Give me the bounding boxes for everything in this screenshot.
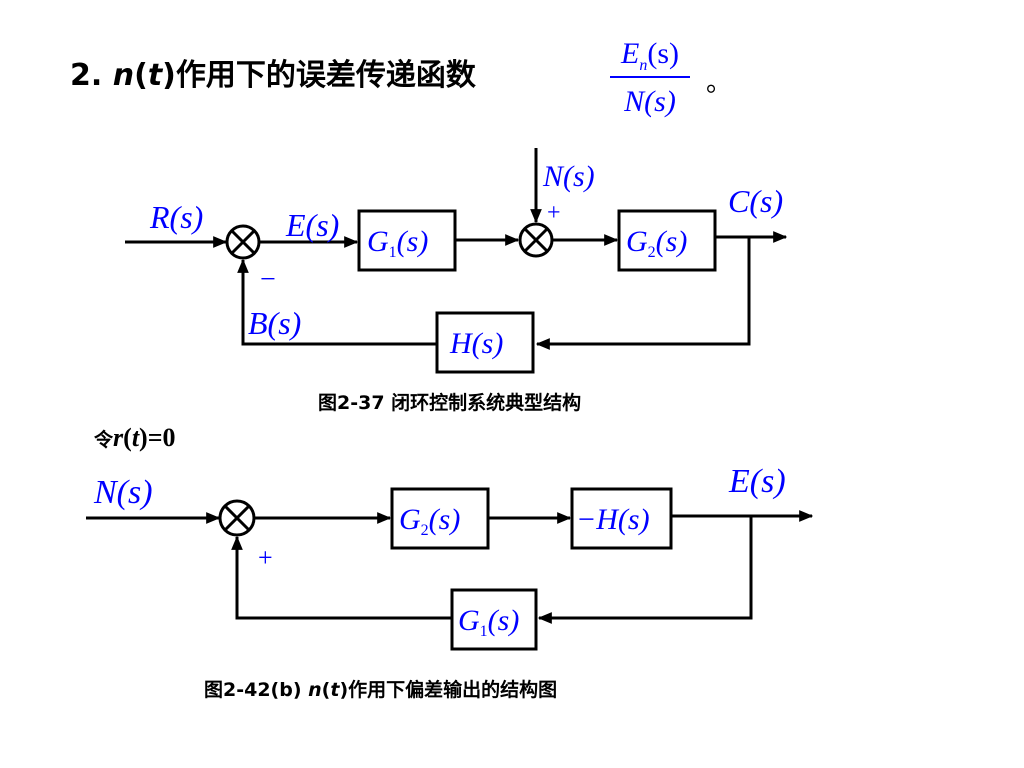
b-label: B(s) [248, 305, 301, 341]
r-label: R(s) [149, 199, 203, 235]
g2-label: G2(s) [626, 225, 687, 261]
heading-period: 。 [706, 68, 733, 98]
error-transfer-fraction: En(s) N(s) [608, 34, 692, 124]
fraction-numerator: En(s) [621, 37, 679, 74]
feedback-path-left [237, 258, 437, 346]
n-input-label: N(s) [93, 474, 153, 511]
summing-junction-1 [225, 224, 261, 260]
section-heading: 2. n(t)作用下的误差传递函数 [70, 58, 476, 93]
heading-n-variable: n [112, 58, 135, 93]
minus-sign: − [260, 264, 276, 295]
c-label: C(s) [728, 183, 783, 219]
neg-h-label: −H(s) [576, 503, 650, 536]
e-output-label: E(s) [728, 463, 786, 500]
fraction-denominator: N(s) [624, 85, 676, 118]
heading-number: 2. [70, 58, 103, 93]
fraction-bar [610, 76, 690, 78]
g2-block [617, 209, 717, 272]
neg-h-block [570, 487, 673, 550]
plus-sign: + [547, 200, 561, 226]
summing-junction-2 [518, 222, 554, 258]
diagram1-caption: 图2-37 闭环控制系统典型结构 [318, 391, 581, 414]
feedback-path-right-2 [537, 516, 753, 624]
g1-label-2: G1(s) [458, 604, 519, 640]
h-label: H(s) [449, 327, 503, 360]
heading-t-variable: t [147, 58, 163, 93]
diagram2-labels: N(s) E(s) + G2(s) −H(s) G1(s) 图2-42(b) n… [93, 463, 786, 701]
diagram2-caption: 图2-42(b) n(t)作用下偏差输出的结构图 [204, 678, 557, 701]
g2-label-2: G2(s) [399, 503, 460, 539]
diagram-disturbance-error [86, 487, 814, 651]
heading-text: 作用下的误差传递函数 [175, 58, 476, 93]
feedback-path-left-2 [231, 535, 452, 620]
diagram-closed-loop [125, 148, 788, 374]
feedback-path-right [535, 237, 751, 350]
n-label: N(s) [542, 160, 595, 193]
plus-sign-2: + [258, 543, 273, 572]
g1-label: G1(s) [367, 225, 428, 261]
diagram1-labels: R(s) E(s) − B(s) N(s) + C(s) G1(s) G2(s)… [149, 160, 783, 414]
condition-line: 令r(t)=0 [94, 423, 176, 452]
e-label: E(s) [285, 207, 339, 243]
summing-junction-3 [218, 499, 256, 537]
